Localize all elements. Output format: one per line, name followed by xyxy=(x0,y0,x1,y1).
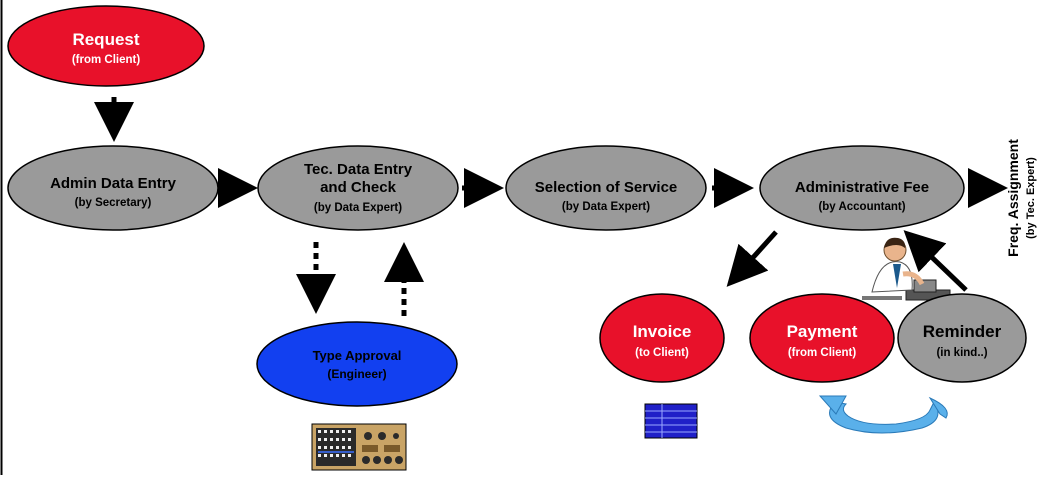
type-approval-sub: (Engineer) xyxy=(327,367,386,381)
selection-node: Selection of Service (by Data Expert) xyxy=(505,145,707,231)
admin-fee-node: Administrative Fee (by Accountant) xyxy=(759,145,965,231)
admin-entry-title: Admin Data Entry xyxy=(50,175,177,192)
arrow-reminder-fee xyxy=(903,230,968,292)
admin-entry-sub: (by Secretary) xyxy=(75,197,152,209)
admin-fee-sub: (by Accountant) xyxy=(818,201,905,213)
payment-title: Payment xyxy=(787,322,858,341)
freq-assignment-label: Freq. Assignment (by Tec. Expert) xyxy=(1005,139,1037,257)
arrow-fee-invoice xyxy=(726,230,778,287)
type-approval-title: Type Approval xyxy=(313,348,402,363)
document-table-icon xyxy=(644,403,698,439)
freq-sub: (by Tec. Expert) xyxy=(1025,157,1037,239)
tec-entry-sub: (by Data Expert) xyxy=(314,202,402,214)
request-title: Request xyxy=(72,30,139,49)
payment-node: Payment (from Client) xyxy=(749,293,895,383)
reminder-sub: (in kind..) xyxy=(936,347,987,359)
tec-entry-title-1: Tec. Data Entry xyxy=(304,161,413,178)
type-approval-node: Type Approval (Engineer) xyxy=(256,321,458,407)
request-node: Request (from Client) xyxy=(7,5,205,87)
reminder-title: Reminder xyxy=(923,322,1002,341)
selection-sub: (by Data Expert) xyxy=(562,201,650,213)
equipment-panel-icon xyxy=(311,423,407,471)
invoice-sub: (to Client) xyxy=(635,347,689,359)
admin-entry-node: Admin Data Entry (by Secretary) xyxy=(7,145,219,231)
invoice-node: Invoice (to Client) xyxy=(599,293,725,383)
freq-title: Freq. Assignment xyxy=(1005,139,1021,257)
tec-entry-title-2: and Check xyxy=(320,179,397,196)
invoice-title: Invoice xyxy=(633,322,692,341)
payment-sub: (from Client) xyxy=(788,347,857,359)
tec-entry-node: Tec. Data Entry and Check (by Data Exper… xyxy=(257,145,459,231)
reminder-node: Reminder (in kind..) xyxy=(897,293,1027,383)
cycle-arrow-icon xyxy=(818,395,948,434)
admin-fee-title: Administrative Fee xyxy=(795,179,929,196)
request-sub: (from Client) xyxy=(72,54,141,66)
selection-title: Selection of Service xyxy=(535,179,678,196)
accountant-person-icon xyxy=(862,237,951,301)
